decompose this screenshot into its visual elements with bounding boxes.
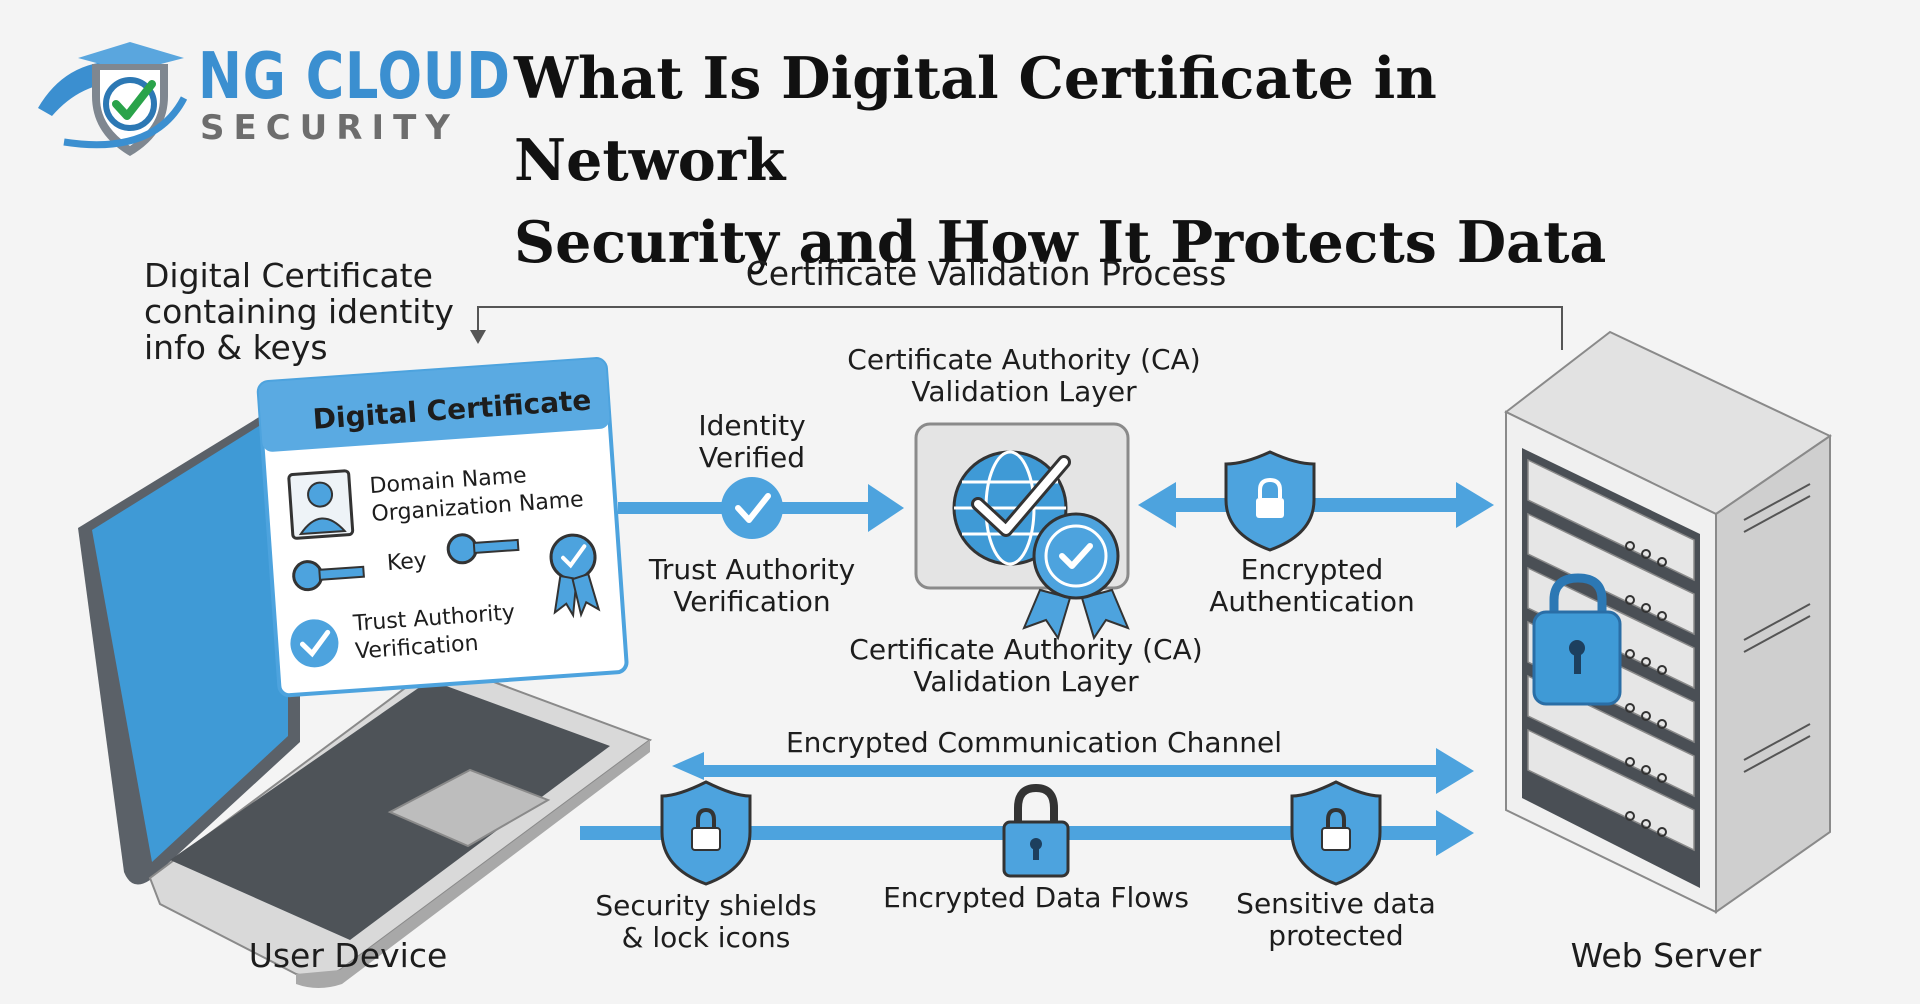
digital-certificate-card: Digital Certificate Domain Name Organiza… [256,357,629,698]
certificate-key: Key [386,548,428,576]
brand-name: NG CLOUD [198,40,511,114]
web-server-label: Web Server [1570,936,1762,975]
trust-verification-label: Trust Authority Verification [648,553,856,618]
page-title: What Is Digital Certificate in Network S… [514,38,1714,284]
encrypted-auth-label: Encrypted Authentication [1209,553,1415,618]
ca-bottom-label: Certificate Authority (CA) Validation La… [849,633,1203,698]
user-device-label: User Device [248,936,448,975]
validation-process-arrowhead [470,330,486,344]
ca-seal-badge-icon [1022,512,1130,641]
brand-logo-icon [38,42,188,156]
page-title-line-2: Security and How It Protects Data [514,209,1607,276]
security-shields-label: Security shields & lock icons [595,889,817,954]
server-padlock-icon [1532,573,1622,706]
ca-top-label: Certificate Authority (CA) Validation La… [847,343,1201,408]
identity-check-icon [721,477,783,539]
identity-verified-label: Identity Verified [698,409,806,474]
data-flows-label: Encrypted Data Flows [883,881,1189,914]
shield-lock-icon-right [1290,780,1382,886]
sensitive-data-label: Sensitive data protected [1236,887,1436,952]
validation-process-connector [477,306,1563,350]
page-title-line-1: What Is Digital Certificate in Network [514,45,1437,194]
shield-lock-icon-left [660,780,752,886]
channel-label: Encrypted Communication Channel [785,726,1283,759]
validation-process-label: Certificate Validation Process [745,254,1227,293]
auth-shield-lock-icon [1224,450,1316,552]
laptop-icon [78,392,653,988]
brand-tagline: SECURITY [200,108,459,148]
cert-callout-label: Digital Certificate containing identity … [144,256,454,367]
padlock-icon-center [1002,783,1070,878]
